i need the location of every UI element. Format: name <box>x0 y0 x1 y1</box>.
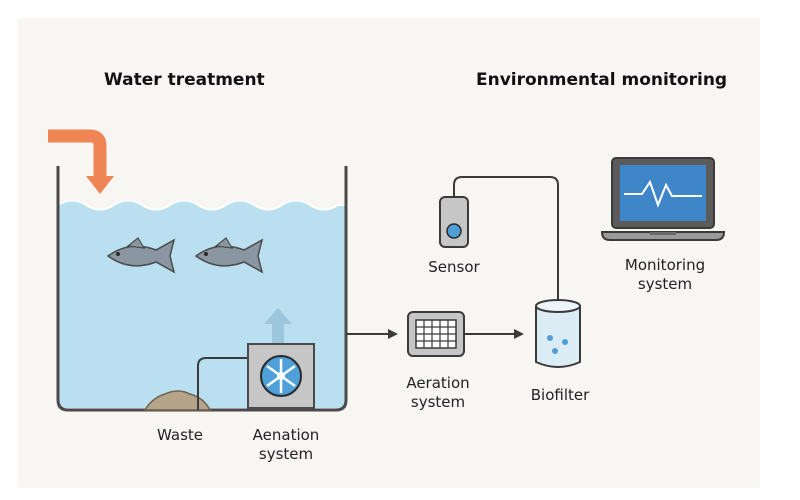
laptop-icon <box>600 157 726 241</box>
biofilter-tube-icon <box>535 299 581 368</box>
aenation-unit <box>247 343 315 409</box>
heading-environmental-monitoring: Environmental monitoring <box>476 70 728 90</box>
fan-icon <box>260 355 302 397</box>
aenation-pipe <box>197 357 248 410</box>
label-aenation-line1: Aenation <box>252 426 320 444</box>
label-waste: Waste <box>157 426 203 444</box>
inlet-arrow-icon <box>48 129 114 194</box>
sensor-cable <box>453 176 559 300</box>
waste-pile-icon <box>143 390 212 411</box>
label-aeration-system: Aeration system <box>396 374 480 412</box>
label-monitoring-system: Monitoring system <box>610 256 720 294</box>
label-aeration-line1: Aeration <box>406 374 470 392</box>
water-surface <box>57 199 346 211</box>
label-sensor: Sensor <box>428 258 480 276</box>
sensor-icon <box>439 196 469 248</box>
fish-icon <box>106 237 176 274</box>
label-monitoring-line2: system <box>637 275 693 293</box>
grid-filter-icon <box>407 311 465 357</box>
label-aenation-system: Aenation system <box>236 426 336 464</box>
label-aenation-line2: system <box>258 445 314 463</box>
fish-icon <box>194 237 264 274</box>
label-aeration-line2: system <box>410 393 466 411</box>
heading-water-treatment: Water treatment <box>104 70 265 90</box>
label-biofilter: Biofilter <box>530 386 590 404</box>
up-arrow-icon <box>264 308 292 344</box>
label-monitoring-line1: Monitoring <box>624 256 706 274</box>
